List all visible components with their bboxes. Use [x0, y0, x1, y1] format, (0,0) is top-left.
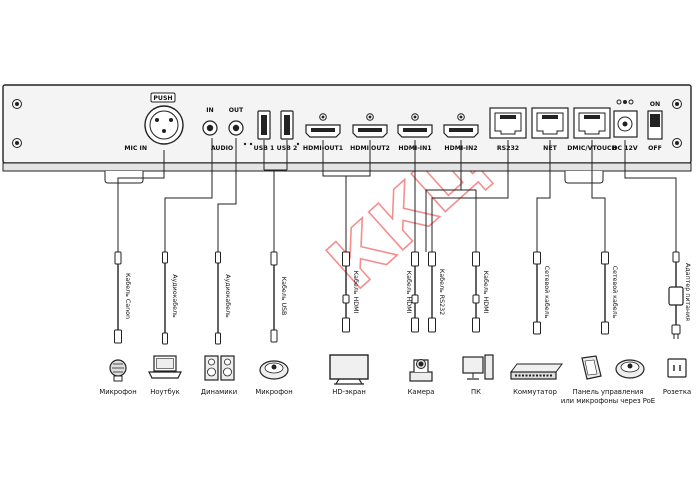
device-label-camera: Камера [408, 388, 435, 396]
device-label-poe-line1: Панель управления [573, 388, 644, 396]
dc-polarity-icon [616, 99, 634, 105]
screw-icon [12, 138, 22, 148]
screw-icon [12, 99, 22, 109]
devices [109, 354, 687, 385]
wire-audio-out [217, 138, 237, 252]
connection-lines [117, 138, 677, 252]
dc-jack-icon [613, 110, 638, 138]
push-label: PUSH [153, 95, 172, 102]
screw-icon [366, 113, 374, 121]
audio-cable-icon [162, 251, 168, 345]
screw-icon [672, 99, 682, 109]
power-socket-icon [667, 358, 687, 378]
ptz-camera-icon [409, 359, 433, 382]
switch-label-on: ON [650, 101, 660, 108]
audio-cable-icon [215, 251, 221, 345]
laptop-icon [148, 355, 182, 379]
panel-bottom-rail [2, 162, 692, 172]
device-label-speakers: Динамики [201, 388, 237, 396]
hdmi-port-icon [352, 124, 388, 138]
device-label-ceiling-mic: Микрофон [255, 388, 292, 396]
screw-icon [457, 113, 465, 121]
device-label-microphone: Микрофон [99, 388, 136, 396]
port-label-mic-in: MIC IN [124, 145, 147, 152]
indicator-dot [243, 142, 247, 146]
cable-label-canon: Кабель Canon [124, 273, 132, 319]
power-switch-icon [647, 110, 663, 140]
indicator-dot [296, 142, 300, 146]
device-label-socket: Розетка [663, 388, 691, 396]
cable-label-power: Адаптер питания [684, 263, 691, 321]
hdmi-port-icon [305, 124, 341, 138]
port-label-audio-in: IN [206, 107, 213, 114]
cables [114, 251, 684, 345]
cable-label-net1: Сетевой кабель [543, 266, 551, 319]
usb-cable-icon [270, 251, 278, 343]
cable-labels: Кабель Canon Аудиокабель Аудиокабель Каб… [124, 263, 691, 321]
network-cable-icon [601, 251, 609, 335]
cable-label-hdmi1: Кабель HDMI [352, 271, 360, 314]
left-foot [104, 171, 144, 184]
wire-usb [263, 140, 288, 252]
device-label-hd-screen: HD-экран [332, 388, 366, 396]
power-adapter-icon [668, 251, 684, 339]
ethernet-port-icon [573, 107, 611, 139]
right-foot [564, 171, 604, 184]
wire-hdmi-out [322, 140, 371, 252]
wire-pc [461, 189, 477, 252]
cable-label-audio1: Аудиокабель [171, 274, 179, 318]
wire-net [536, 140, 551, 252]
network-cable-icon [533, 251, 541, 335]
wire-dmic [591, 140, 606, 252]
usb-port-icon [280, 110, 294, 140]
ceiling-mic-icon [259, 360, 289, 380]
audio-jack-icon [228, 120, 244, 136]
xlr-connector-icon: PUSH [144, 92, 184, 145]
rear-panel: PUSH MIC IN IN OUT AUDIO USB 1 USB 2 HDM… [2, 84, 692, 184]
wire-power [624, 140, 677, 252]
cable-label-hdmi3: Кабель HDMI [482, 271, 490, 314]
network-switch-icon [510, 363, 563, 380]
wire-hdmi-in2 [425, 140, 462, 252]
device-label-switch: Коммутатор [513, 388, 557, 396]
hdmi-cable-icon [472, 251, 480, 333]
switch-label-off: OFF [648, 145, 662, 152]
hdmi-cable-icon [342, 251, 350, 333]
display-icon [329, 354, 369, 385]
cable-label-hdmi2: Кабель HDMI [405, 271, 413, 314]
audio-jack-icon [202, 120, 218, 136]
hdmi-port-icon [397, 124, 433, 138]
screw-icon [411, 113, 419, 121]
touch-panel-icon [581, 355, 602, 380]
speakers-icon [204, 355, 235, 381]
hdmi-port-icon [443, 124, 479, 138]
pc-icon [462, 354, 494, 380]
usb-port-icon [257, 110, 271, 140]
canon-cable-icon [114, 251, 122, 344]
wire-audio-in [164, 138, 213, 252]
microphone-icon [109, 359, 127, 382]
cable-label-net2: Сетевой кабель [611, 266, 619, 319]
ceiling-mic-icon [615, 359, 645, 379]
cable-label-rs232: Кабель RS232 [438, 269, 446, 315]
screw-icon [672, 138, 682, 148]
hdmi-cable-icon [411, 251, 419, 333]
rs232-cable-icon [428, 251, 436, 333]
screw-icon [319, 113, 327, 121]
ethernet-port-icon [531, 107, 569, 139]
device-label-pc: ПК [471, 388, 481, 396]
device-label-poe-line2: или микрофоны через PoE [561, 397, 655, 405]
cable-label-audio2: Аудиокабель [224, 274, 232, 318]
port-label-audio: AUDIO [211, 145, 233, 152]
indicator-dot [249, 142, 253, 146]
wire-rs232 [431, 140, 509, 252]
cable-label-usb: Кабель USB [280, 277, 288, 316]
device-labels: Микрофон Ноутбук Динамики Микрофон HD-эк… [99, 388, 691, 405]
wire-canon [117, 150, 165, 252]
port-label-audio-out: OUT [229, 107, 244, 114]
rs232-port-icon [489, 107, 527, 139]
device-label-laptop: Ноутбук [150, 388, 180, 396]
